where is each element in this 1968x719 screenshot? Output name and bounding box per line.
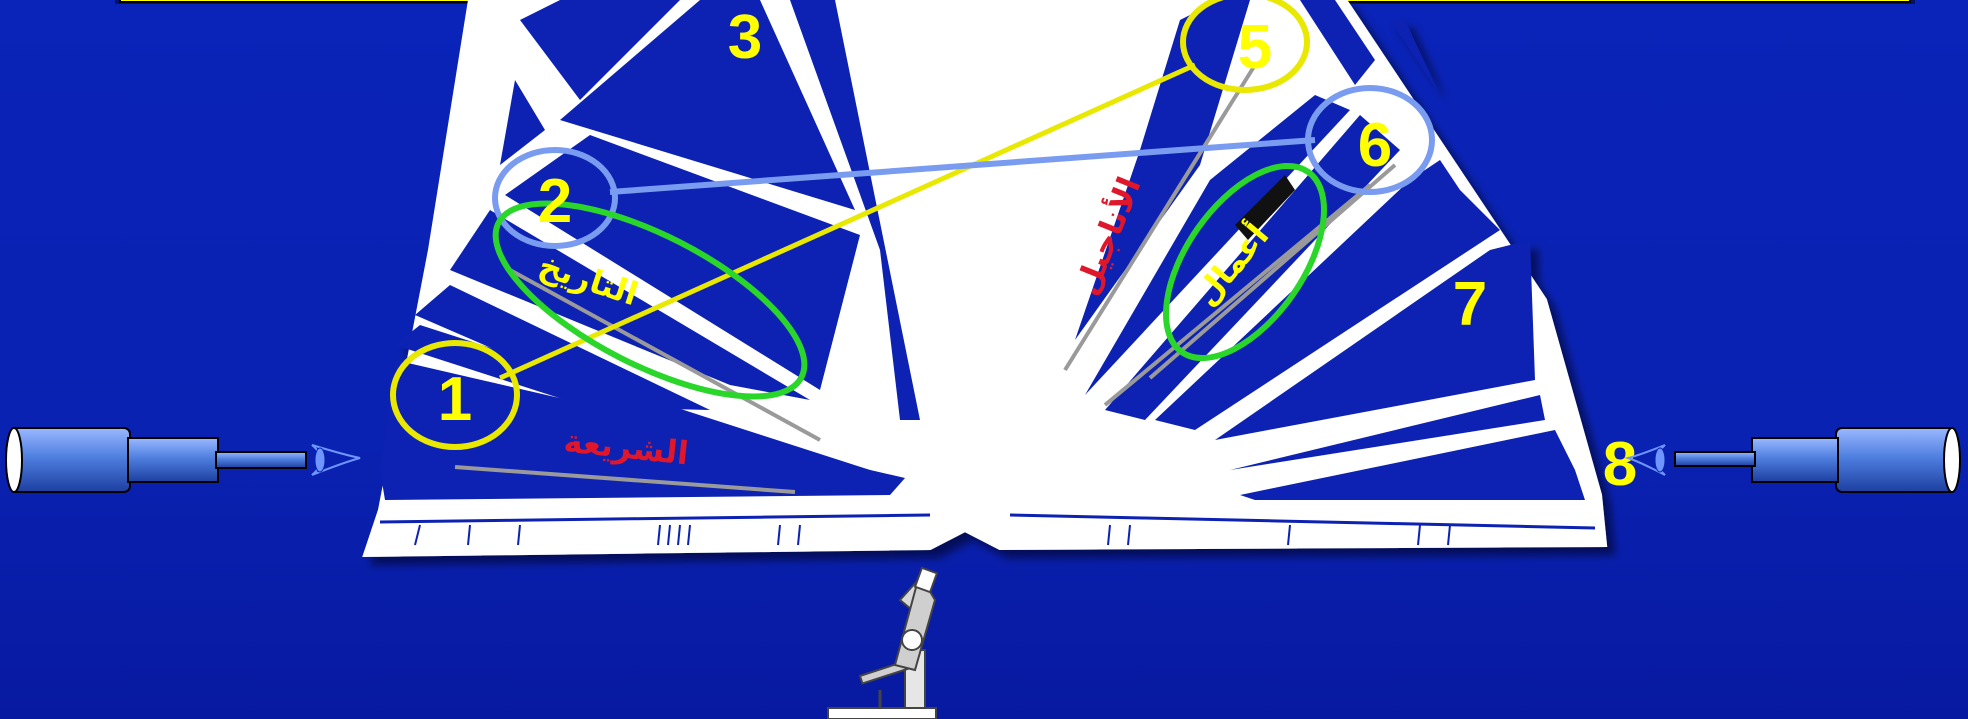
number-6: 6	[1358, 111, 1392, 180]
number-1: 1	[438, 365, 472, 434]
right-telescope-icon	[1628, 428, 1960, 492]
number-2: 2	[538, 167, 572, 236]
number-5: 5	[1238, 13, 1272, 82]
microscope-icon	[828, 568, 937, 719]
number-8: 8	[1603, 430, 1637, 499]
number-7: 7	[1453, 270, 1487, 339]
number-3: 3	[728, 3, 762, 72]
left-telescope-icon	[6, 428, 360, 492]
